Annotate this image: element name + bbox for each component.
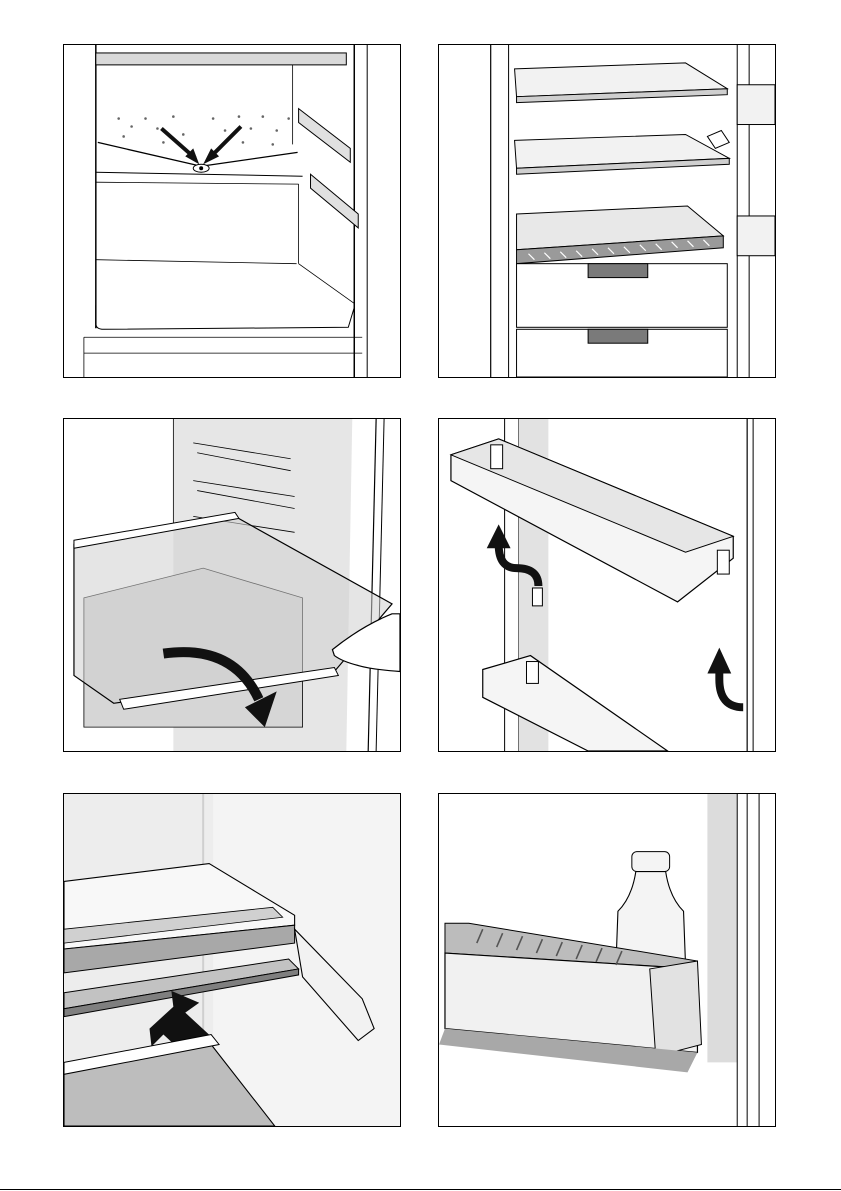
door-bin-lower	[483, 656, 668, 751]
illustration-remove-glass-shelf	[63, 418, 401, 752]
defrost-drain-drawing	[64, 45, 400, 377]
illustration-insert-shelf	[63, 793, 401, 1127]
water-droplets	[117, 115, 290, 145]
illustration-door-shelf	[438, 418, 776, 752]
door-bin-upper	[451, 439, 733, 602]
illustration-fridge-interior	[438, 44, 776, 378]
glass-shelves	[515, 63, 730, 174]
fridge-interior-drawing	[439, 45, 775, 377]
bottle-rack-drawing	[439, 794, 775, 1126]
illustration-bottle-rack	[438, 793, 776, 1127]
illustration-defrost-drain	[63, 44, 401, 378]
drain-arrows	[161, 127, 241, 165]
insert-shelf-drawing	[64, 794, 400, 1126]
page-bottom-rule	[0, 1189, 841, 1190]
remove-shelf-drawing	[64, 419, 400, 751]
crisper-drawers	[517, 264, 728, 377]
lift-arrow-right	[719, 669, 743, 707]
door-shelf-drawing	[439, 419, 775, 751]
shelf-rails	[299, 109, 359, 228]
